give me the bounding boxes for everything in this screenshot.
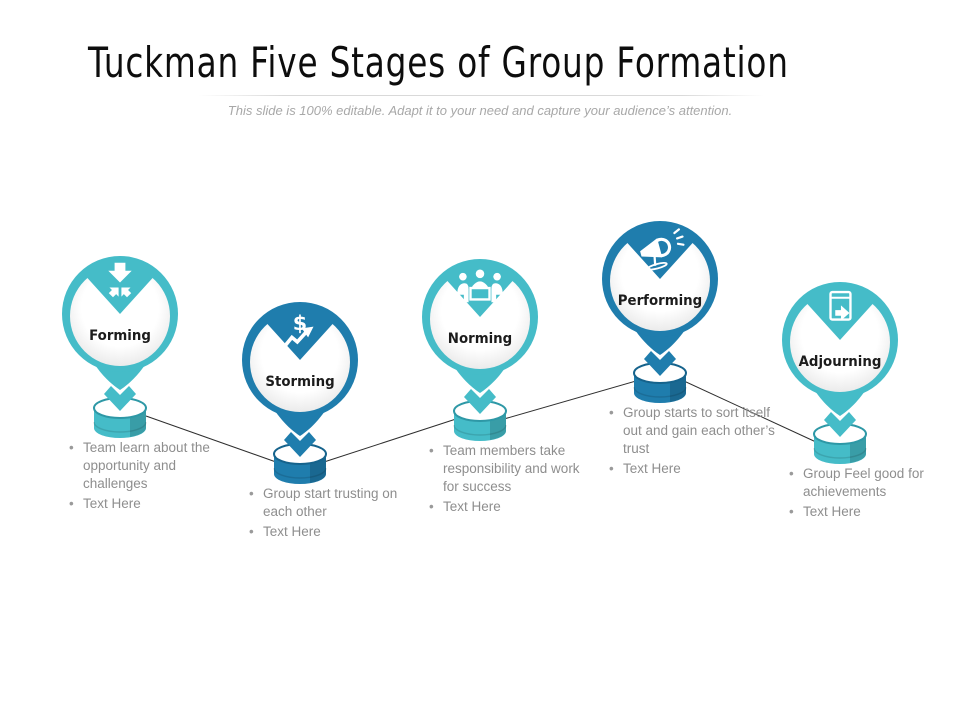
stage-base-cylinder xyxy=(813,423,867,464)
stage-pin xyxy=(62,256,178,411)
bullet-item: Text Here xyxy=(788,503,946,521)
document-share-icon xyxy=(829,290,852,321)
stage-pin xyxy=(422,259,538,414)
title-divider xyxy=(198,95,764,96)
stage-bullets: Group Feel good for achievements Text He… xyxy=(788,465,946,523)
slide-subtitle: This slide is 100% editable. Adapt it to… xyxy=(227,103,733,118)
stage-base-cylinder xyxy=(453,400,507,441)
bullet-item: Group Feel good for achievements xyxy=(788,465,946,501)
bullet-item: Text Here xyxy=(248,523,412,541)
stage-label: Adjourning xyxy=(798,354,882,370)
bullet-item: Team learn about the opportunity and cha… xyxy=(68,439,218,493)
bullet-item: Text Here xyxy=(608,460,778,478)
bullet-item: Team members take responsibility and wor… xyxy=(428,442,586,496)
stage-label: Performing xyxy=(617,293,703,309)
stage-norming: Norming Team members take responsibility… xyxy=(420,257,580,637)
stage-performing: Performing Group starts to sort itself o… xyxy=(600,219,775,599)
stage-label: Forming xyxy=(89,328,151,344)
bullet-item: Text Here xyxy=(68,495,218,513)
bullet-item: Group starts to sort itself out and gain… xyxy=(608,404,778,458)
page-title: Tuckman Five Stages of Group Formation xyxy=(88,38,789,87)
stage-bullets: Group start trusting on each other Text … xyxy=(248,485,412,543)
stage-pin xyxy=(782,282,898,437)
bullet-item: Group start trusting on each other xyxy=(248,485,412,521)
stage-pin: $ xyxy=(242,302,358,457)
stage-forming: Forming Team learn about the opportunity… xyxy=(60,254,210,634)
megaphone-icon xyxy=(640,228,685,271)
stage-label: Storming xyxy=(265,374,335,390)
stage-bullets: Team learn about the opportunity and cha… xyxy=(68,439,218,515)
dollar-growth-icon: $ xyxy=(282,311,314,349)
stage-storming: $ Storming Group start trusting on each … xyxy=(240,300,397,680)
stage-bullets: Team members take responsibility and wor… xyxy=(428,442,586,518)
stage-bullets: Group starts to sort itself out and gain… xyxy=(608,404,778,480)
stage-adjourning: Adjourning Group Feel good for achieveme… xyxy=(780,280,924,660)
converge-arrows-icon xyxy=(108,262,132,298)
stage-label: Norming xyxy=(447,331,513,347)
bullet-item: Text Here xyxy=(428,498,586,516)
meeting-icon xyxy=(457,269,503,303)
stage-pin xyxy=(602,221,718,376)
